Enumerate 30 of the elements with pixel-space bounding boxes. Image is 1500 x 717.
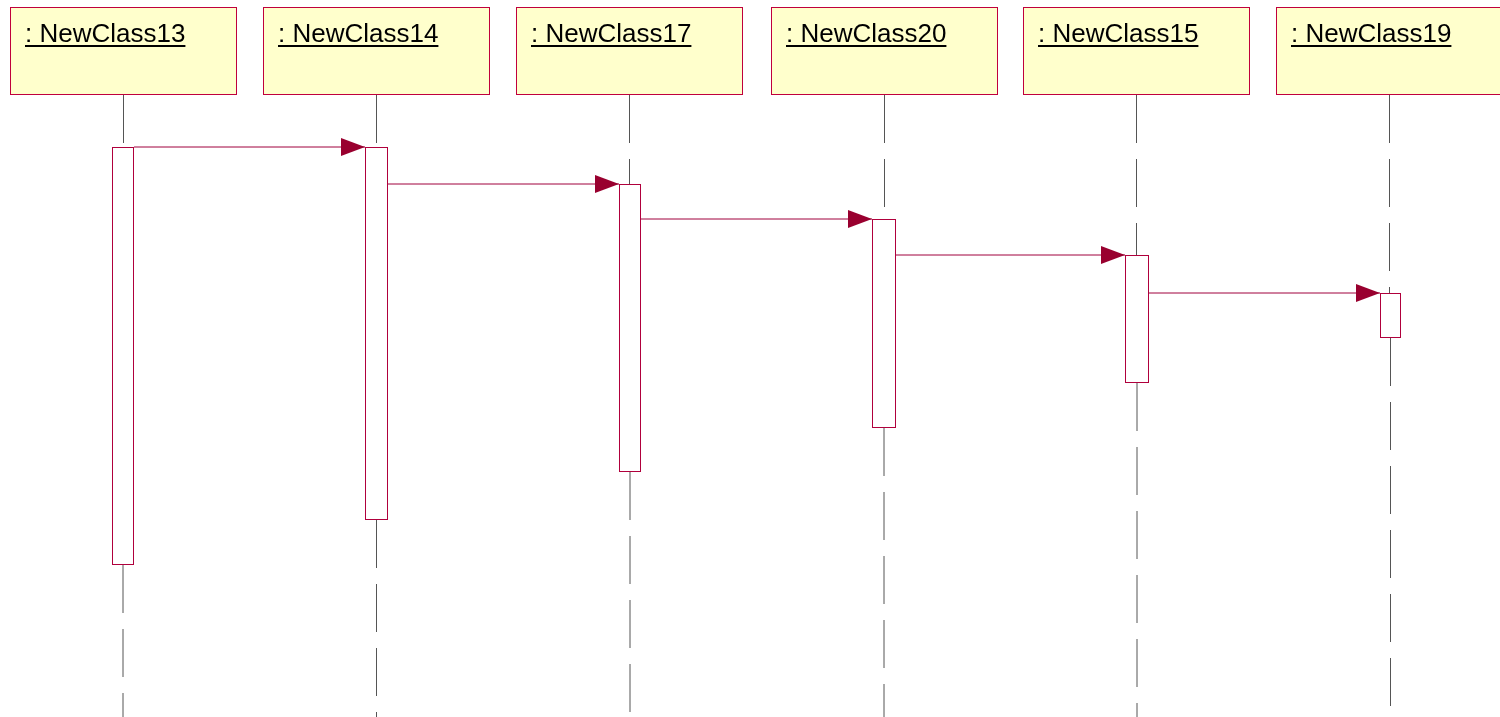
object-box: [516, 7, 743, 95]
lifeline: [1389, 94, 1390, 294]
activation-bar: [1125, 255, 1149, 383]
object-name: : NewClass13: [25, 18, 186, 48]
message-arrow: [133, 138, 366, 156]
object-box: [1023, 7, 1250, 95]
object-box: [263, 7, 490, 95]
object-box: [10, 7, 237, 95]
lifeline: [883, 427, 885, 717]
object-name: : NewClass15: [1038, 18, 1199, 48]
object-name: : NewClass19: [1291, 18, 1452, 48]
object-name: : NewClass20: [786, 18, 947, 48]
lifeline: [1136, 382, 1138, 717]
object-name: : NewClass14: [278, 18, 439, 48]
lifeline: [629, 94, 630, 185]
activation-bar: [872, 219, 896, 428]
object-box: [1276, 7, 1500, 95]
message-arrow: [895, 246, 1126, 264]
object-name: : NewClass17: [531, 18, 692, 48]
lifeline: [376, 519, 377, 717]
object-box: [771, 7, 998, 95]
activation-bar: [619, 184, 641, 472]
message-arrow: [387, 175, 620, 193]
lifeline: [1136, 94, 1137, 256]
activation-bar: [112, 147, 134, 565]
lifeline: [122, 564, 124, 717]
activation-bar: [365, 147, 388, 520]
activation-bar: [1380, 293, 1401, 338]
message-arrow: [1148, 284, 1381, 302]
message-arrow: [640, 210, 873, 228]
